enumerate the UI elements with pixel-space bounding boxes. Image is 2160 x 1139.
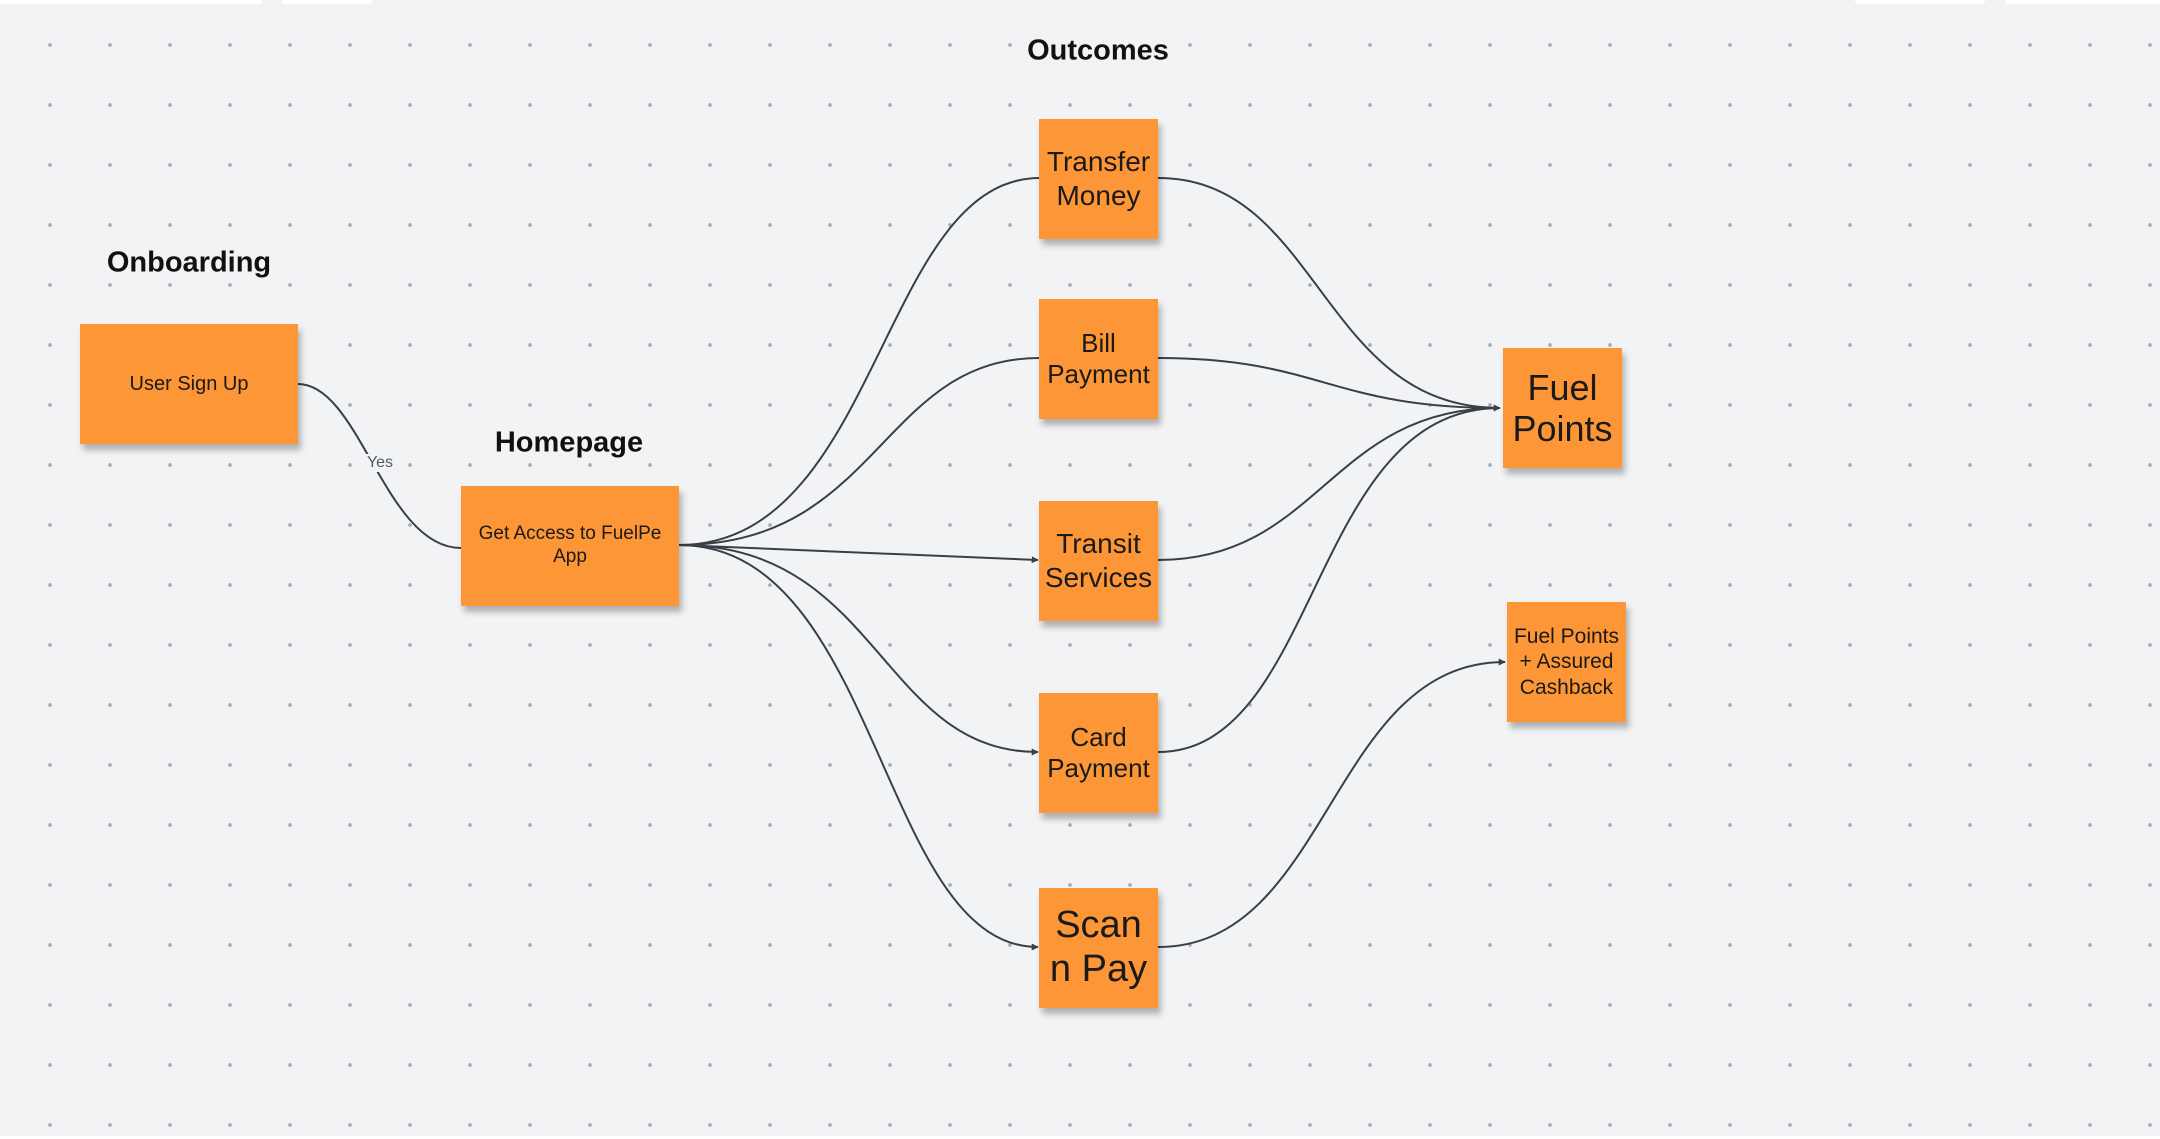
sticky-note-bill-payment[interactable]: Bill Payment (1039, 299, 1158, 419)
sticky-note-transit-services[interactable]: Transit Services (1039, 501, 1158, 621)
toolbar-edge-segment (282, 0, 372, 4)
sticky-note-card-payment[interactable]: Card Payment (1039, 693, 1158, 813)
connector-access-to-bill-payment[interactable] (678, 357, 1041, 546)
connector-transfer-money-to-fuel-points[interactable] (1157, 177, 1501, 409)
connector-access-to-card-payment[interactable] (678, 544, 1039, 756)
connector-access-to-transit-services[interactable] (678, 544, 1039, 564)
sticky-note-transfer-money[interactable]: Transfer Money (1039, 119, 1158, 239)
note-text: Fuel Points + Assured Cashback (1513, 625, 1620, 699)
sticky-note-user-sign-up[interactable]: User Sign Up (80, 324, 298, 444)
connector-bill-payment-to-fuel-points[interactable] (1157, 357, 1501, 409)
note-text: Bill Payment (1047, 327, 1150, 389)
bottom-canvas-edge (0, 1136, 2160, 1139)
connector-access-to-scan-n-pay[interactable] (678, 544, 1039, 951)
note-text: Card Payment (1047, 721, 1150, 783)
note-text: Fuel Points (1512, 366, 1613, 449)
note-text: Transit Services (1044, 528, 1153, 593)
sticky-note-fuel-points-cashback[interactable]: Fuel Points + Assured Cashback (1507, 602, 1626, 722)
note-text: Get Access to FuelPe App (478, 523, 662, 567)
section-title-outcomes: Outcomes (1027, 34, 1169, 67)
sticky-note-scan-n-pay[interactable]: Scan n Pay (1039, 888, 1158, 1008)
toolbar-edge-segment (2005, 0, 2160, 4)
connector-access-to-transfer-money[interactable] (678, 177, 1041, 546)
connector-scan-n-pay-to-cashback[interactable] (1157, 658, 1506, 948)
note-text: Scan n Pay (1049, 904, 1148, 990)
edge-label-yes: Yes (364, 454, 396, 472)
note-text: User Sign Up (129, 373, 249, 395)
toolbar-edge-segment (1855, 0, 1985, 4)
sticky-note-fuel-points[interactable]: Fuel Points (1503, 348, 1622, 468)
toolbar-edge-segment (0, 0, 262, 4)
note-text: Transfer Money (1046, 146, 1151, 211)
top-toolbar-edge (0, 0, 2160, 4)
sticky-note-get-access[interactable]: Get Access to FuelPe App (461, 486, 679, 606)
section-title-homepage: Homepage (494, 426, 644, 459)
connector-card-payment-to-fuel-points[interactable] (1157, 404, 1501, 753)
connector-transit-services-to-fuel-points[interactable] (1157, 407, 1501, 561)
section-title-onboarding: Onboarding (106, 246, 272, 279)
